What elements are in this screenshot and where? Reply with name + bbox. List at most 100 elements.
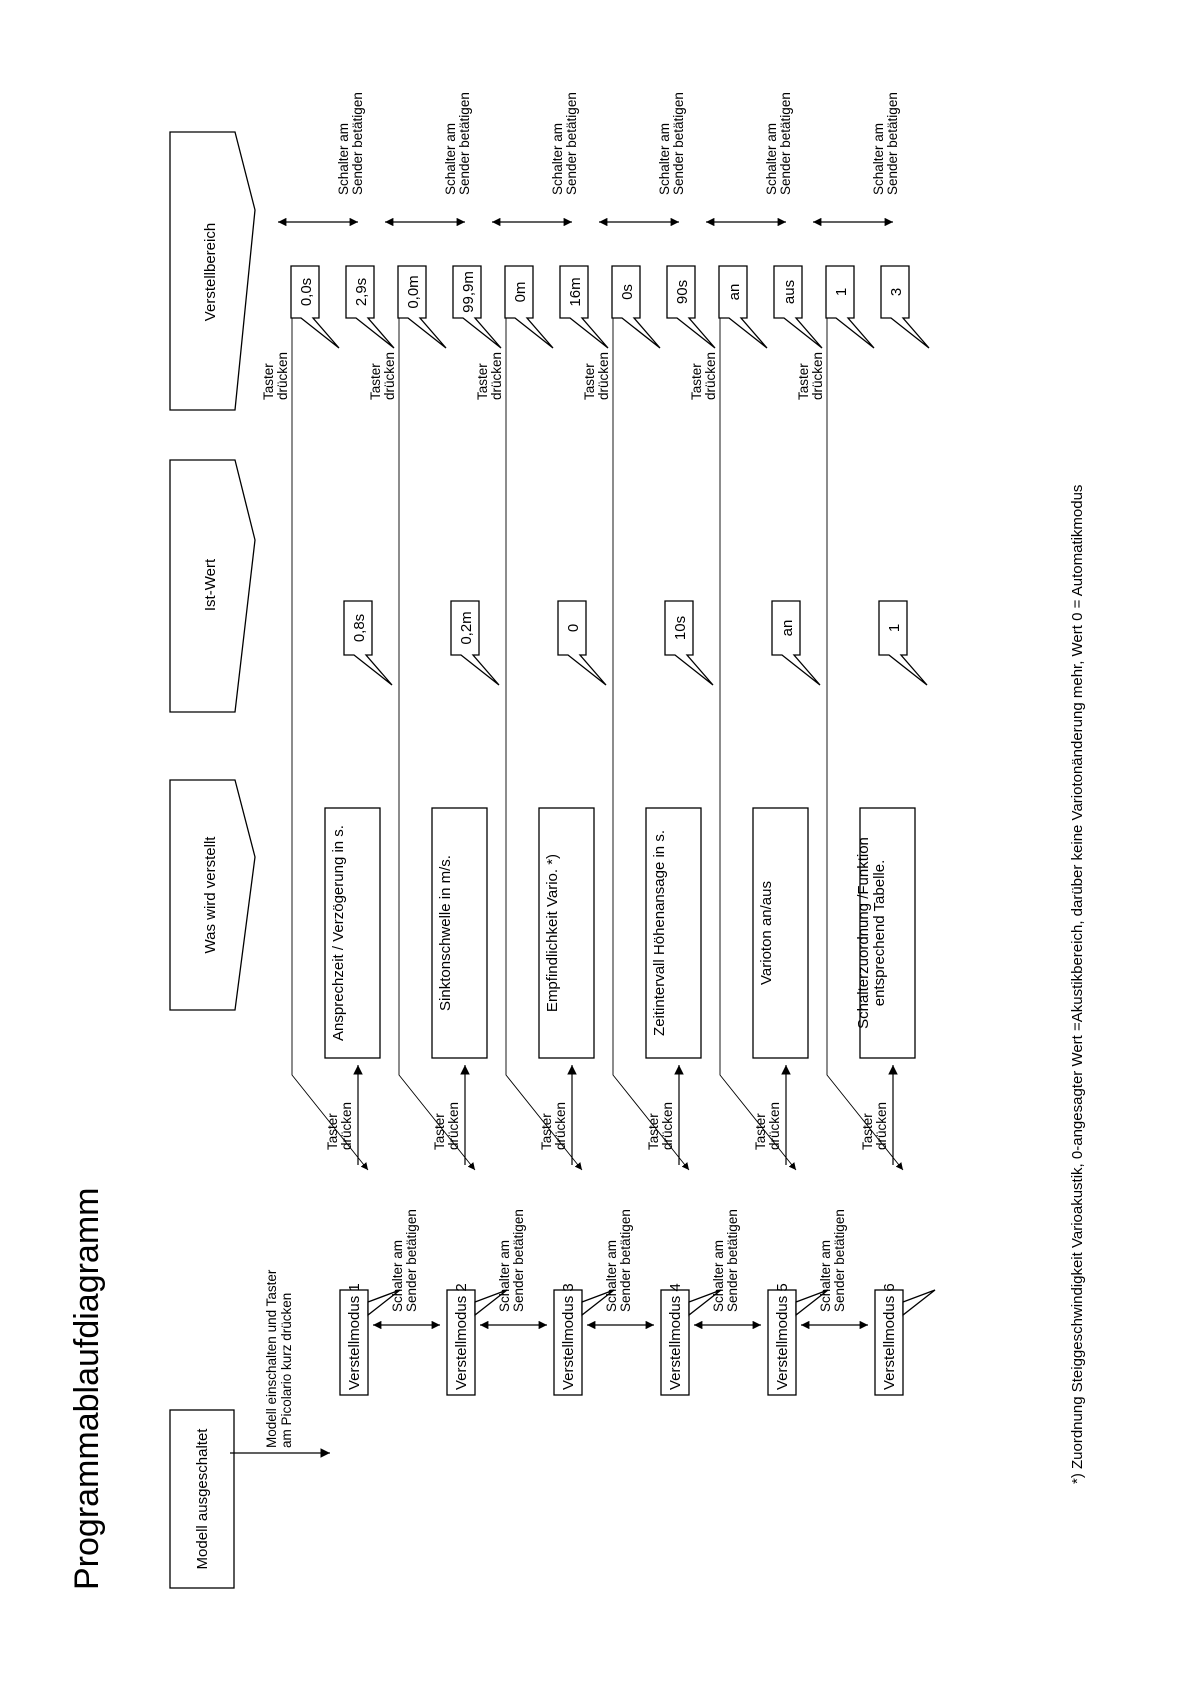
header-range-label: Verstellbereich — [202, 223, 219, 321]
header-setting-label: Was wird verstellt — [202, 836, 219, 954]
header-current: Ist-Wert — [169, 459, 256, 713]
range-switch-label-line-2: Sender betätigen — [350, 92, 365, 195]
start-instruction-line-2: am Picolario kurz drücken — [279, 1293, 294, 1448]
start-box: Modell ausgeschaltet — [169, 1409, 235, 1589]
button-label-line-1: Taster — [860, 1113, 875, 1150]
range-max-value: aus — [781, 280, 798, 304]
button-label-line-1: Taster — [539, 1113, 554, 1150]
range-button-label-line-2: drücken — [810, 352, 825, 400]
range-min-bubble — [290, 265, 340, 349]
setting-box — [752, 807, 809, 1059]
start-box-label: Modell ausgeschaltet — [194, 1428, 211, 1570]
range-max-value: 2,9s — [353, 278, 370, 306]
mode-label: Verstellmodus 2 — [453, 1283, 470, 1390]
header-setting: Was wird verstellt — [169, 779, 256, 1011]
mode-switch-label-line-1: Schalter am — [497, 1240, 512, 1312]
header-current-label: Ist-Wert — [202, 558, 219, 611]
range-switch-label-line-2: Sender betätigen — [671, 92, 686, 195]
header-range: Verstellbereich — [169, 131, 256, 411]
range-button-label-line-1: Taster — [796, 363, 811, 400]
setting-box — [645, 807, 702, 1059]
range-min-value: an — [726, 284, 743, 301]
range-min-bubble — [397, 265, 447, 349]
range-min-bubble — [504, 265, 554, 349]
range-max-value: 99,9m — [460, 271, 477, 313]
setting-label: entsprechend Tabelle. — [871, 860, 888, 1007]
mode-box-tail — [688, 1289, 722, 1317]
range-min-value: 1 — [833, 288, 850, 296]
range-switch-label-line-2: Sender betätigen — [885, 92, 900, 195]
range-button-label-line-1: Taster — [689, 363, 704, 400]
mode-switch-label-line-1: Schalter am — [604, 1240, 619, 1312]
range-button-label-line-2: drücken — [275, 352, 290, 400]
range-max-bubble — [345, 265, 395, 349]
return-line — [826, 318, 904, 1171]
return-line — [612, 318, 690, 1171]
range-button-label-line-2: drücken — [596, 352, 611, 400]
range-switch-label-line-1: Schalter am — [443, 123, 458, 195]
setting-label: Ansprechzeit / Verzögerung in s. — [330, 825, 347, 1041]
start-connector: Modell einschalten und Taster am Picolar… — [230, 1269, 330, 1458]
current-value: 0,8s — [351, 614, 368, 642]
range-min-value: 0m — [512, 282, 529, 303]
range-switch-label-line-2: Sender betätigen — [778, 92, 793, 195]
mode-box — [874, 1289, 904, 1396]
setting-label: Zeitintervall Höhenansage in s. — [651, 830, 668, 1036]
range-button-label-line-2: drücken — [703, 352, 718, 400]
range-button-label-line-1: Taster — [368, 363, 383, 400]
range-max-bubble — [773, 265, 823, 349]
current-value-bubble — [878, 600, 928, 686]
range-button-label-line-2: drücken — [382, 352, 397, 400]
button-label-line-1: Taster — [432, 1113, 447, 1150]
range-max-value: 90s — [674, 280, 691, 304]
setting-label: Empfindlichkeit Vario. *) — [544, 854, 561, 1012]
mode-label: Verstellmodus 5 — [774, 1283, 791, 1390]
range-max-value: 16m — [567, 277, 584, 306]
range-button-label-line-1: Taster — [261, 363, 276, 400]
return-line — [505, 318, 583, 1171]
mode-switch-label-line-1: Schalter am — [390, 1240, 405, 1312]
return-line — [719, 318, 797, 1171]
start-instruction-line-1: Modell einschalten und Taster — [264, 1269, 279, 1448]
page-title: Programmablaufdiagramm — [68, 1188, 106, 1591]
mode-box — [553, 1289, 583, 1396]
range-switch-label-line-1: Schalter am — [336, 123, 351, 195]
range-max-bubble — [452, 265, 502, 349]
return-line — [291, 318, 369, 1171]
range-button-label-line-1: Taster — [582, 363, 597, 400]
range-button-label-line-2: drücken — [489, 352, 504, 400]
button-label-line-1: Taster — [753, 1113, 768, 1150]
setting-box — [859, 807, 916, 1059]
current-value-bubble — [450, 600, 500, 686]
mode-label: Verstellmodus 4 — [667, 1283, 684, 1390]
mode-switch-label-line-1: Schalter am — [711, 1240, 726, 1312]
current-value: 10s — [672, 616, 689, 640]
range-min-value: 0s — [619, 284, 636, 300]
setting-box — [538, 807, 595, 1059]
mode-box-tail — [902, 1289, 936, 1317]
mode-label: Verstellmodus 1 — [346, 1283, 363, 1390]
current-value: 0 — [565, 624, 582, 632]
range-switch-label-line-1: Schalter am — [657, 123, 672, 195]
range-max-value: 3 — [888, 288, 905, 296]
mode-box-tail — [474, 1289, 508, 1317]
mode-box-tail — [367, 1289, 401, 1317]
setting-box — [324, 807, 381, 1059]
mode-box — [660, 1289, 690, 1396]
range-switch-label-line-1: Schalter am — [550, 123, 565, 195]
range-min-bubble — [825, 265, 875, 349]
mode-switch-label-line-1: Schalter am — [818, 1240, 833, 1312]
current-value-bubble — [664, 600, 714, 686]
current-value-bubble — [771, 600, 821, 686]
range-min-value: 0,0s — [298, 278, 315, 306]
mode-switch-label-line-2: Sender betätigen — [511, 1209, 526, 1312]
button-label-line-1: Taster — [325, 1113, 340, 1150]
range-switch-label-line-1: Schalter am — [871, 123, 886, 195]
setting-box — [431, 807, 488, 1059]
setting-label: Schalterzuordnung /Funktion — [855, 837, 872, 1029]
range-min-bubble — [611, 265, 661, 349]
